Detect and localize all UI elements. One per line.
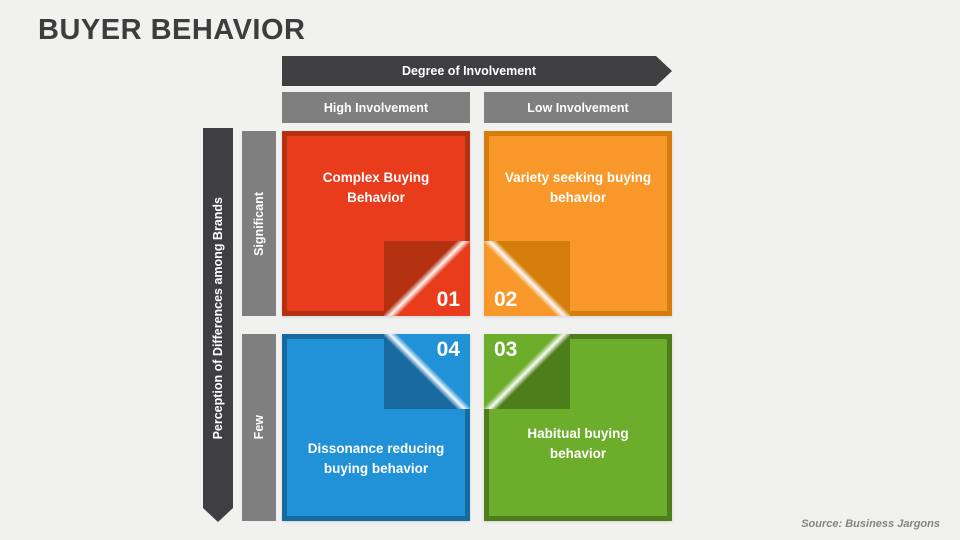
quadrant-variety-seeking: Variety seeking buying behavior 02 bbox=[484, 131, 672, 316]
quadrant-dissonance-reducing: Dissonance reducing buying behavior 04 bbox=[282, 334, 470, 521]
folded-corner: 02 bbox=[484, 241, 570, 316]
perception-differences-label: Perception of Differences among Brands bbox=[211, 196, 225, 440]
source-note: Source: Business Jargons bbox=[801, 518, 940, 530]
quadrant-label: Variety seeking buying behavior bbox=[504, 170, 652, 206]
row-header-label: Few bbox=[252, 415, 266, 440]
quadrant-number: 01 bbox=[436, 288, 460, 311]
column-header-label: High Involvement bbox=[323, 100, 429, 115]
column-header-label: Low Involvement bbox=[527, 100, 629, 115]
column-header-high-involvement: High Involvement bbox=[282, 92, 470, 123]
row-header-few: Few bbox=[242, 334, 276, 521]
degree-of-involvement-arrow: Degree of Involvement bbox=[282, 56, 672, 86]
quadrant-label: Complex Buying Behavior bbox=[322, 170, 430, 206]
row-header-significant: Significant bbox=[242, 131, 276, 316]
quadrant-habitual-buying: Habitual buying behavior 03 bbox=[484, 334, 672, 521]
degree-of-involvement-label: Degree of Involvement bbox=[401, 64, 537, 78]
row-header-label: Significant bbox=[252, 191, 266, 256]
folded-corner: 04 bbox=[384, 334, 470, 409]
quadrant-label: Habitual buying behavior bbox=[527, 426, 629, 462]
quadrant-number: 04 bbox=[436, 338, 460, 361]
folded-corner: 01 bbox=[384, 241, 470, 316]
quadrant-complex-buying: Complex Buying Behavior 01 bbox=[282, 131, 470, 316]
perception-differences-arrow: Perception of Differences among Brands bbox=[203, 128, 233, 522]
page-title: BUYER BEHAVIOR bbox=[38, 14, 306, 46]
column-header-low-involvement: Low Involvement bbox=[484, 92, 672, 123]
quadrant-label: Dissonance reducing buying behavior bbox=[307, 441, 445, 477]
folded-corner: 03 bbox=[484, 334, 570, 409]
quadrant-number: 03 bbox=[494, 338, 518, 361]
quadrant-number: 02 bbox=[494, 288, 518, 311]
